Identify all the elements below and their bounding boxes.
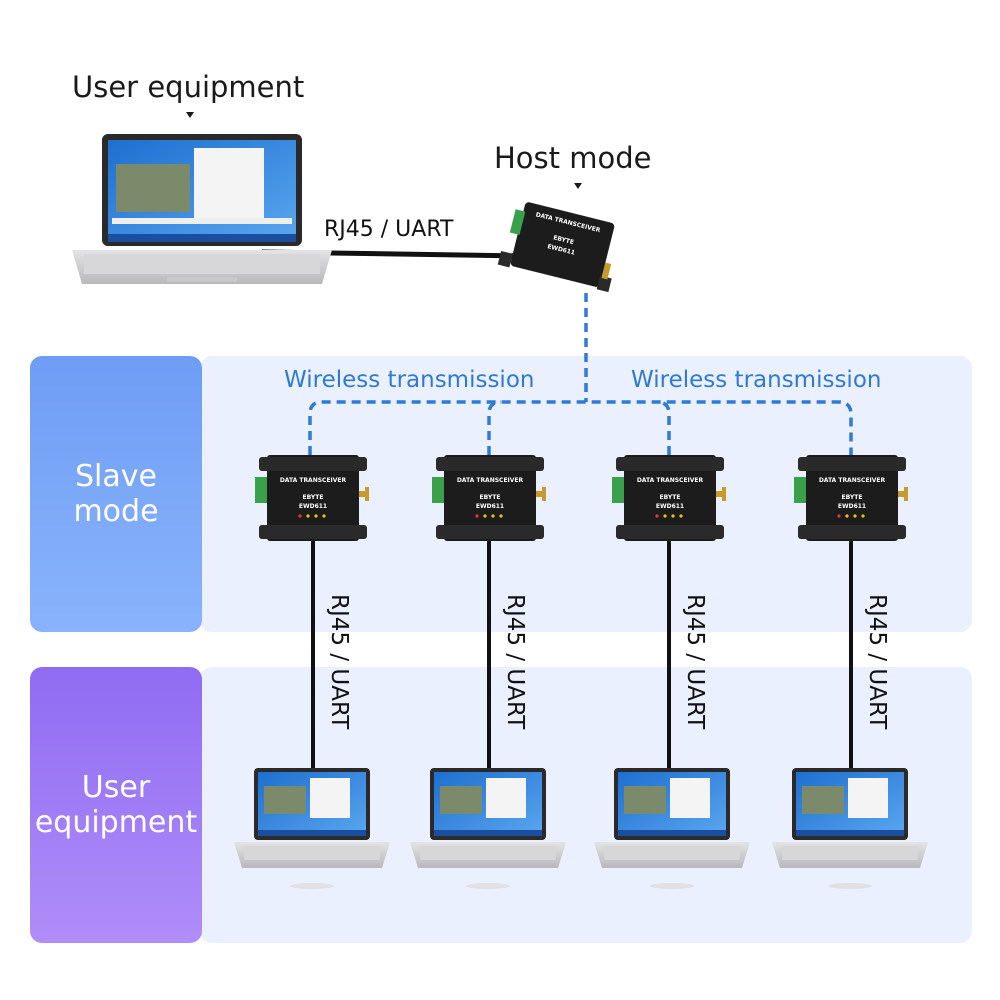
user-equipment-row-label: User equipment: [30, 667, 202, 943]
slave-1-link-label: RJ45 / UART: [326, 594, 352, 730]
slave-1-brand: EBYTE: [303, 494, 324, 501]
slave-2-header: DATA TRANSCEIVER: [457, 477, 524, 484]
slave-mode-label: Slave mode: [30, 356, 202, 632]
wireless-label-right: Wireless transmission: [631, 367, 882, 393]
slave-4-brand: EBYTE: [842, 494, 863, 501]
user-laptop-2-icon: [410, 768, 566, 889]
host-device-brand: EBYTE: [553, 234, 575, 246]
slave-3-header: DATA TRANSCEIVER: [637, 477, 704, 484]
slave-1-header: DATA TRANSCEIVER: [280, 477, 347, 484]
slave-transceiver-4-icon: DATA TRANSCEIVER EBYTE EWD611: [794, 455, 908, 541]
host-transceiver-icon: DATA TRANSCEIVER EBYTE EWD611: [497, 202, 615, 293]
slave-3-brand: EBYTE: [660, 494, 681, 501]
slave-transceiver-1-icon: DATA TRANSCEIVER EBYTE EWD611: [255, 455, 369, 541]
user-laptop-1-icon: [234, 768, 390, 889]
slave-2-link-label: RJ45 / UART: [502, 594, 528, 730]
host-link-label: RJ45 / UART: [324, 217, 454, 242]
slave-3-model: EWD611: [656, 503, 684, 510]
host-mode-label: Host mode: [494, 141, 652, 175]
slave-4-header: DATA TRANSCEIVER: [819, 477, 886, 484]
slave-transceiver-3-icon: DATA TRANSCEIVER EBYTE EWD611: [612, 455, 726, 541]
slave-2-brand: EBYTE: [480, 494, 501, 501]
slave-cables: [311, 540, 853, 772]
user-laptop-4-icon: [772, 768, 928, 889]
user-laptop-3-icon: [594, 768, 750, 889]
top-laptop-icon: [72, 134, 332, 284]
slave-4-model: EWD611: [838, 503, 866, 510]
slave-1-model: EWD611: [299, 503, 327, 510]
slave-3-link-label: RJ45 / UART: [682, 594, 708, 730]
top-user-equipment-label: User equipment: [72, 70, 305, 104]
slave-4-link-label: RJ45 / UART: [864, 594, 890, 730]
slave-transceiver-2-icon: DATA TRANSCEIVER EBYTE EWD611: [432, 455, 546, 541]
wireless-links: [308, 293, 853, 455]
user-equipment-pointer-icon: [186, 112, 194, 118]
host-mode-pointer-icon: [574, 183, 582, 189]
slave-2-model: EWD611: [476, 503, 504, 510]
wireless-label-left: Wireless transmission: [284, 367, 535, 393]
